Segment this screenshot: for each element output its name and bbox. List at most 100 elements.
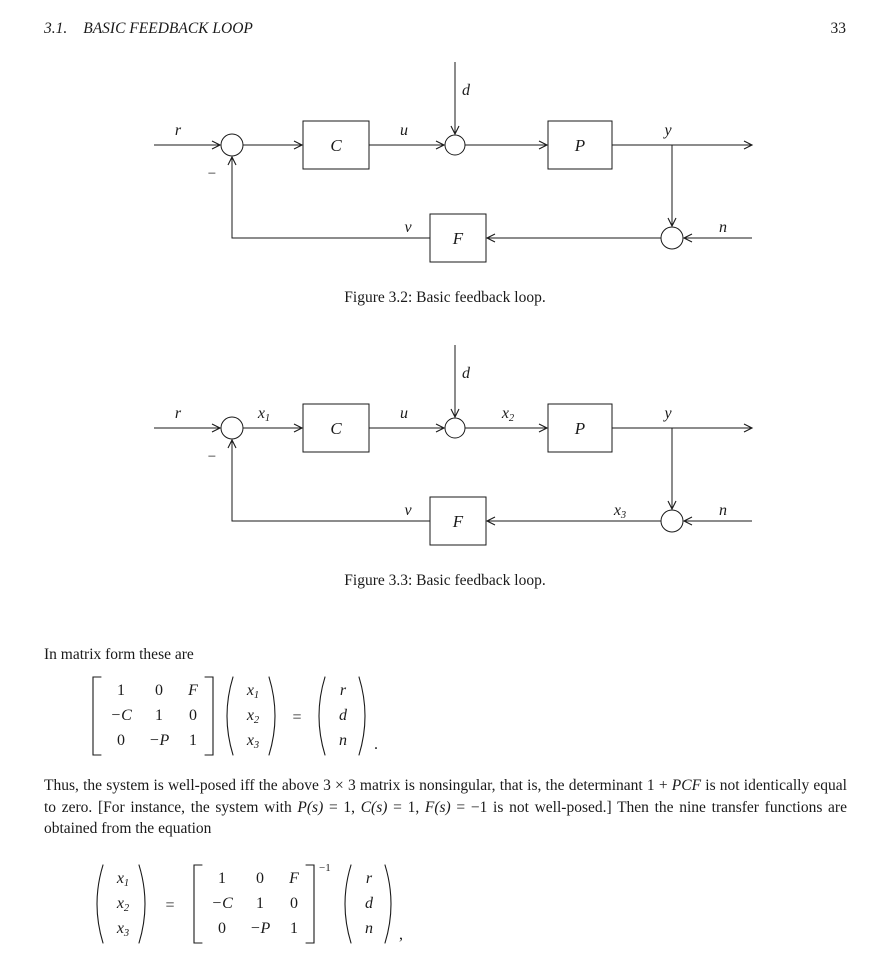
equation-terminator: . bbox=[374, 736, 378, 753]
matrix-cell: 0 bbox=[117, 732, 125, 749]
matrix-equation-1: 1 0 F −C 1 0 0 −P 1 x1 x2 x3 = r d n . bbox=[92, 676, 378, 756]
signal-label-n: n bbox=[719, 502, 727, 519]
summing-junction-d bbox=[444, 417, 466, 439]
figure-3-2-caption: Figure 3.2: Basic feedback loop. bbox=[344, 289, 546, 306]
vector-right-paren bbox=[384, 864, 392, 944]
wire-feedback bbox=[227, 438, 430, 522]
matrix-cell: −C bbox=[110, 707, 132, 724]
paragraph-text: = −1 is not well-posed.] Then the nine t… bbox=[44, 798, 847, 838]
vector-left-paren bbox=[318, 676, 326, 756]
block-controller bbox=[302, 120, 370, 170]
matrix-equation-2: x1 x2 x3 = 1 0 F −C 1 0 0 −P 1 −1 r d n … bbox=[96, 862, 403, 944]
signal-label-v: v bbox=[404, 219, 412, 236]
paragraph-text: is not identically equal to zero. [For i… bbox=[44, 777, 847, 816]
body-paragraph: Thus, the system is well-posed iff the a… bbox=[44, 775, 847, 840]
paragraph-text: Thus, the system is well-posed iff the a… bbox=[44, 777, 672, 794]
signal-label-y: y bbox=[662, 405, 672, 422]
signal-label-x1: x1 bbox=[257, 405, 270, 424]
input-d: d bbox=[365, 895, 374, 912]
matrix-cell: 1 bbox=[189, 732, 197, 749]
matrix-cell: 1 bbox=[218, 870, 226, 887]
intro-text: In matrix form these are bbox=[44, 646, 194, 663]
equals-sign: = bbox=[292, 709, 301, 726]
section-number: 3.1. bbox=[44, 20, 68, 37]
figure-3-3-caption: Figure 3.3: Basic feedback loop. bbox=[344, 572, 546, 589]
matrix-inverse-exponent: −1 bbox=[319, 862, 331, 874]
signal-label-y: y bbox=[662, 122, 672, 139]
input-d: d bbox=[339, 707, 348, 724]
vector-right-paren bbox=[358, 676, 366, 756]
matrix-cell: 0 bbox=[218, 920, 226, 937]
state-x3: x3 bbox=[246, 732, 259, 751]
matrix-cell: 0 bbox=[290, 895, 298, 912]
vector-left-paren bbox=[226, 676, 234, 756]
vector-left-paren bbox=[344, 864, 352, 944]
signal-label-r: r bbox=[175, 122, 182, 139]
matrix-cell: 1 bbox=[256, 895, 264, 912]
block-label-c: C bbox=[330, 419, 342, 438]
equation-terminator: , bbox=[399, 926, 403, 943]
matrix-cell: −P bbox=[250, 920, 271, 937]
equals-sign: = bbox=[165, 897, 174, 914]
matrix-cell: 1 bbox=[155, 707, 163, 724]
summing-junction-input bbox=[220, 133, 244, 157]
matrix-cell: −C bbox=[211, 895, 233, 912]
input-n: n bbox=[365, 920, 373, 937]
signal-label-u: u bbox=[400, 405, 408, 422]
matrix-cell: 0 bbox=[155, 682, 163, 699]
paragraph-text: = 1, bbox=[323, 798, 361, 816]
matrix-cell: 1 bbox=[117, 682, 125, 699]
block-plant bbox=[547, 403, 613, 453]
block-controller bbox=[302, 403, 370, 453]
summing-junction-n bbox=[660, 226, 684, 250]
signal-label-r: r bbox=[175, 405, 182, 422]
state-x3: x3 bbox=[116, 920, 129, 939]
paragraph-text: = 1, bbox=[387, 798, 425, 816]
signal-label-v: v bbox=[404, 502, 412, 519]
section-title: BASIC FEEDBACK LOOP bbox=[83, 20, 253, 37]
state-x2: x2 bbox=[246, 707, 260, 726]
section-header: 3.1. BASIC FEEDBACK LOOP bbox=[44, 20, 253, 38]
input-n: n bbox=[339, 732, 347, 749]
matrix-right-bracket bbox=[305, 864, 315, 944]
matrix-cell: F bbox=[187, 682, 198, 699]
matrix-right-bracket bbox=[204, 676, 214, 756]
state-x2: x2 bbox=[116, 895, 130, 914]
vector-left-paren bbox=[96, 864, 104, 944]
block-label-p: P bbox=[574, 419, 585, 438]
minus-sign: − bbox=[208, 449, 216, 465]
math-inline: P(s) bbox=[297, 798, 324, 816]
wire-feedback bbox=[227, 155, 430, 239]
figure-3-3-diagram: C P F r − x1 u d x2 y x3 n v bbox=[154, 345, 754, 546]
block-label-c: C bbox=[330, 136, 342, 155]
vector-right-paren bbox=[268, 676, 276, 756]
matrix-cell: F bbox=[288, 870, 299, 887]
math-inline: C(s) bbox=[360, 798, 388, 816]
running-head: 3.1. BASIC FEEDBACK LOOP 33 bbox=[44, 20, 846, 38]
signal-label-x3: x3 bbox=[613, 502, 626, 521]
state-x1: x1 bbox=[116, 870, 129, 889]
summing-junction-d bbox=[444, 134, 466, 156]
block-filter bbox=[429, 213, 487, 263]
signal-label-n: n bbox=[719, 219, 727, 236]
page-number: 33 bbox=[830, 20, 847, 37]
minus-sign: − bbox=[208, 166, 216, 182]
matrix-cell: 0 bbox=[189, 707, 197, 724]
input-r: r bbox=[340, 682, 347, 699]
state-x1: x1 bbox=[246, 682, 259, 701]
matrix-cell: −P bbox=[149, 732, 170, 749]
math-inline: PCF bbox=[671, 777, 702, 794]
input-r: r bbox=[366, 870, 373, 887]
math-inline: F(s) bbox=[424, 798, 451, 816]
matrix-left-bracket bbox=[193, 864, 203, 944]
summing-junction-n bbox=[660, 509, 684, 533]
signal-label-d: d bbox=[462, 365, 471, 382]
block-label-p: P bbox=[574, 136, 585, 155]
block-filter bbox=[429, 496, 487, 546]
block-label-f: F bbox=[452, 229, 464, 248]
matrix-cell: 0 bbox=[256, 870, 264, 887]
summing-junction-input bbox=[220, 416, 244, 440]
matrix-left-bracket bbox=[92, 676, 102, 756]
signal-label-d: d bbox=[462, 82, 471, 99]
